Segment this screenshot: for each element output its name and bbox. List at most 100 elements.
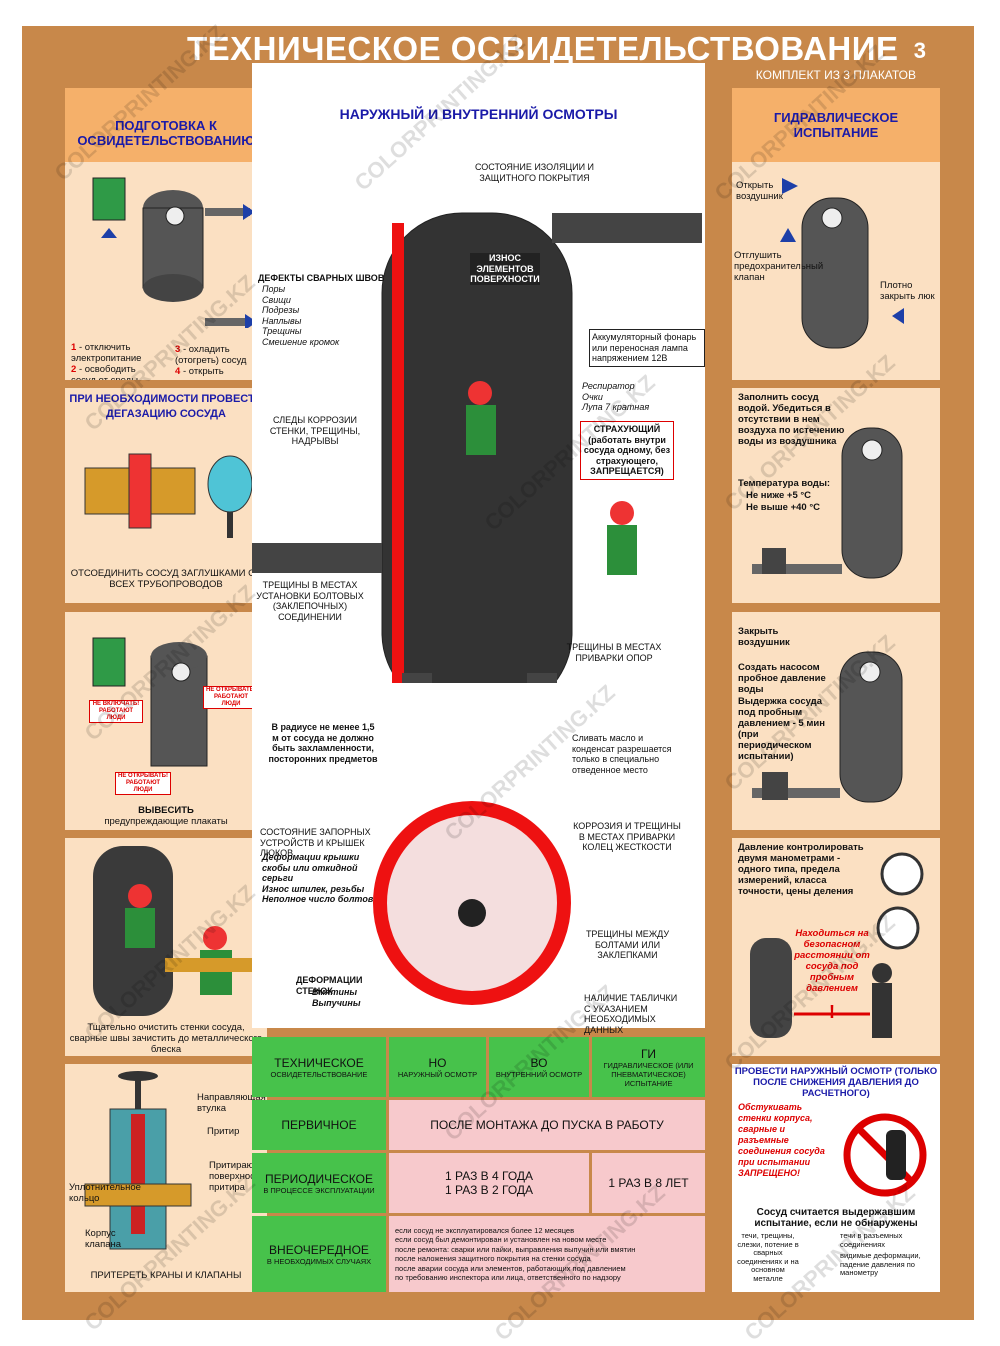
ppe-item: Лупа 7 кратная [582,402,650,412]
wall-deformations-list: Вмятины Выпучины [312,987,392,1008]
water-temp-label: Температура воды: [738,478,831,489]
drain-label: Сливать масло и конденсат разрешается то… [572,733,672,775]
header-gi: ГИ [640,1046,657,1061]
wear-label: ИЗНОС ЭЛЕМЕНТОВ ПОВЕРХНОСТИ [470,253,540,285]
row-primary-label: ПЕРВИЧНОЕ [252,1100,386,1150]
weld-item: Смешение кромок [262,336,340,347]
passed-text: Сосуд считается выдержавшим испытание, е… [754,1207,918,1229]
criterion-2: течи в разъемных соединениях [840,1231,903,1249]
left-panel-degassing: ПРИ НЕОБХОДИМОСТИ ПРОВЕСТИ ДЕГАЗАЦИЮ СОС… [65,388,267,603]
vessel-cross-section [252,212,702,683]
right-panel-pressure: Закрыть воздушник Создать насосом пробно… [732,612,940,830]
weld-item: Поры [262,284,286,294]
wall-item: Вмятины [312,987,358,997]
criterion-1: течи, трещины, слезки, потение в сварных… [737,1231,799,1283]
step-2-number: 2 [71,364,77,375]
vessel-signs-illustration [92,637,208,767]
header-no-sub: НАРУЖНЫЙ ОСМОТР [397,1069,478,1079]
extra-item: если сосуд был демонтирован и установлен… [395,1235,607,1244]
left-panel-preparation: ПОДГОТОВКА К ОСВИДЕТЕЛЬСТВОВАНИЮ 1 - отк… [65,88,267,380]
corrosion-label: СЛЕДЫ КОРРОЗИИ СТЕНКИ, ТРЕЩИНЫ, НАДРЫВЫ [269,415,361,446]
hold-pressure-label: Выдержка сосуда под пробным давлением - … [738,696,825,762]
shutoff-item: Деформации крышки скобы или откидной сер… [262,852,360,883]
extra-item: по требованию инспектора или лица, ответ… [395,1273,621,1282]
extra-item: после ремонта: сварки или пайки, выправл… [395,1244,636,1254]
gauges-illustration [750,852,924,1038]
forbid-text: Обстукивать стенки корпуса, сварные и ра… [738,1102,825,1178]
header-technical-sub: ОСВИДЕТЕЛЬСТВОВАНИЕ [270,1069,368,1079]
hydraulic-header: ГИДРАВЛИЧЕСКОЕ ИСПЫТАНИЕ [732,88,940,162]
extra-item: после наложения защитного покрытия на ст… [395,1254,591,1263]
pump-vessel-illustration [752,651,903,803]
signs-caption-2: предупреждающие плакаты [104,816,228,827]
sign-do-not-open-1: НЕ ОТКРЫВАТЬ! РАБОТАЮТ ЛЮДИ [203,686,259,709]
step-3-number: 3 [175,344,181,355]
final-header: ПРОВЕСТИ НАРУЖНЫЙ ОСМОТР (ТОЛЬКО ПОСЛЕ С… [734,1066,938,1099]
weld-item: Наплывы [262,315,302,326]
shutoff-list: Деформации крышки скобы или откидной сер… [262,852,390,905]
periodic-sub: В ПРОЦЕССЕ ЭКСПЛУАТАЦИИ [263,1185,375,1195]
step-2-text: - освободить сосуд от среды [71,364,138,380]
rings-label: КОРРОЗИЯ И ТРЕЩИНЫ В МЕСТАХ ПРИВАРКИ КОЛ… [573,821,681,852]
step-4-number: 4 [175,366,181,377]
label-lapping-surface: Притирающая поверхность притира [209,1160,267,1193]
right-panel-gauges: Давление контролировать двумя манометрам… [732,838,940,1056]
valves-caption: ПРИТЕРЕТЬ КРАНЫ И КЛАПАНЫ [90,1270,242,1281]
header-vo-sub: ВНУТРЕННИЙ ОСМОТР [495,1069,583,1079]
weld-defects-title: ДЕФЕКТЫ СВАРНЫХ ШВОВ [258,273,385,283]
label-lapping-tool: Притир [207,1126,240,1137]
shutoff-item: Неполное число болтов [262,894,374,904]
prep-step-1-2: 1 - отключить электропитание 2 - освобод… [71,342,161,380]
signs-caption-1: ВЫВЕСИТЬ [138,805,194,816]
poster-number: 3 [913,38,926,63]
center-panel-inspection: НАРУЖНЫЙ И ВНУТРЕННИЙ ОСМОТРЫ СОСТОЯНИЕ … [252,63,705,1035]
right-panel-final: ПРОВЕСТИ НАРУЖНЫЙ ОСМОТР (ТОЛЬКО ПОСЛЕ С… [732,1064,940,1292]
cleaning-caption: Тщательно очистить стенки сосуда, сварны… [69,1022,263,1055]
bolt-cracks-label: ТРЕЩИНЫ В МЕСТАХ УСТАНОВКИ БОЛТОВЫХ (ЗАК… [256,580,364,622]
label-seal-ring: Уплотнительное кольцо [69,1182,141,1204]
row-primary-value: ПОСЛЕ МОНТАЖА ДО ПУСКА В РАБОТУ [389,1100,705,1150]
sign-do-not-open-2: НЕ ОТКРЫВАТЬ! РАБОТАЮТ ЛЮДИ [115,772,171,795]
sign-do-not-switch-on: НЕ ВКЛЮЧАТЬ! РАБОТАЮТ ЛЮДИ [89,700,143,723]
extra-item: если сосуд не эксплуатировался более 12 … [395,1225,575,1235]
step-4-text: - открыть воздушник [175,366,224,380]
extra-title: ВНЕОЧЕРЕДНОЕ [269,1242,369,1257]
step-1-text: - отключить электропитание [71,342,142,364]
label-valve-body: Корпус клапана [85,1228,122,1250]
wall-deformations-label: ДЕФОРМАЦИИ СТЕНОК [296,975,363,996]
observer-label: СТРАХУЮЩИЙ (работать внутри сосуда одном… [580,421,674,480]
ppe-item: Респиратор [582,381,635,391]
preparation-header: ПОДГОТОВКА К ОСВИДЕТЕЛЬСТВОВАНИЮ [65,88,267,162]
prep-step-3-4: 3 - охладить (отогреть) сосуд 4 - открыт… [175,344,265,380]
vessel-illustration [92,177,257,328]
workers-cleaning-illustration [93,846,255,1016]
filling-vessel-illustration [752,427,903,579]
inspection-header: НАРУЖНЫЙ И ВНУТРЕННИЙ ОСМОТРЫ [339,106,618,122]
extra-sub: В НЕОБХОДИМЫХ СЛУЧАЯХ [266,1256,372,1266]
header-no: НО [428,1055,447,1070]
step-3-text: - охладить (отогреть) сосуд [175,344,247,366]
page-title: ТЕХНИЧЕСКОЕ ОСВИДЕТЕЛЬСТВОВАНИЕ [187,30,899,67]
poster-subtitle: КОМПЛЕКТ ИЗ 3 ПЛАКАТОВ [755,68,916,82]
pump-pressure-label: Создать насосом пробное давление воды [738,662,826,695]
no-knocking-icon [843,1113,927,1197]
ppe-item: Очки [582,391,603,402]
gauges-text: Давление контролировать двумя манометрам… [738,842,864,897]
row-extra-list: если сосуд не эксплуатировался более 12 … [389,1216,705,1292]
degassing-caption: ОТСОЕДИНИТЬ СОСУД ЗАГЛУШКАМИ ОТ ВСЕХ ТРУ… [70,568,262,590]
plug-valve-label: Отглушить предохранительный клапан [734,250,824,283]
open-vent-label: Открыть воздушник [736,180,783,202]
close-vent-label: Закрыть воздушник [738,626,790,648]
periodic-every-4-years: 1 РАЗ В 4 ГОДА [444,1169,534,1183]
header-gi-sub: ГИДРАВЛИЧЕСКОЕ (ИЛИ ПНЕВМАТИЧЕСКОЕ) ИСПЫ… [603,1060,694,1088]
vessel-bottom-view [373,801,571,1005]
extra-item: после аварии сосуда или элементов, работ… [395,1263,626,1273]
support-cracks-label: ТРЕЩИНЫ В МЕСТАХ ПРИВАРКИ ОПОР [566,642,662,663]
header-vo: ВО [530,1055,548,1070]
right-panel-hydraulic: ГИДРАВЛИЧЕСКОЕ ИСПЫТАНИЕ Открыть воздушн… [732,88,940,380]
